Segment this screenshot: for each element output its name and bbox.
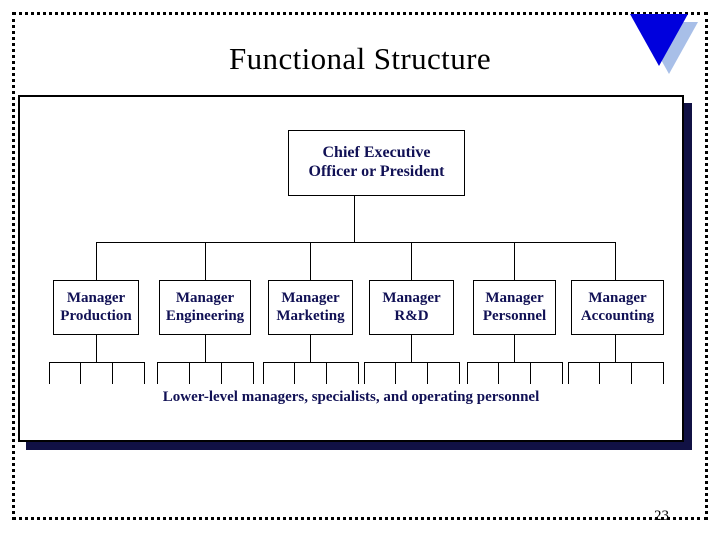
connector-subdrop-personnel (514, 335, 515, 362)
connector-substub-marketing-4 (358, 362, 359, 384)
org-node-marketing-line-2: Marketing (276, 307, 345, 324)
connector-subbus-marketing (263, 362, 358, 363)
connector-substub-engineering-3 (221, 362, 222, 384)
connector-substub-accounting-3 (631, 362, 632, 384)
connector-substub-engineering-2 (189, 362, 190, 384)
connector-drop-engineering (205, 242, 206, 280)
connector-subbus-production (49, 362, 144, 363)
org-node-rd[interactable]: Manager R&D (369, 280, 454, 335)
org-node-personnel[interactable]: Manager Personnel (473, 280, 556, 335)
org-node-engineering-line-2: Engineering (165, 307, 245, 324)
connector-substub-accounting-1 (568, 362, 569, 384)
connector-substub-accounting-2 (599, 362, 600, 384)
connector-substub-production-4 (144, 362, 145, 384)
connector-subdrop-rd (411, 335, 412, 362)
org-chart-footer-note: Lower-level managers, specialists, and o… (162, 389, 540, 405)
org-node-accounting-line-2: Accounting (580, 307, 655, 324)
connector-substub-rd-2 (395, 362, 396, 384)
connector-substub-marketing-3 (326, 362, 327, 384)
org-node-ceo[interactable]: Chief Executive Officer or President (288, 130, 465, 196)
content-panel: Chief Executive Officer or President Man… (18, 95, 684, 442)
connector-subbus-engineering (157, 362, 253, 363)
org-node-rd-line-1: Manager (382, 289, 441, 306)
connector-main-bus (96, 242, 615, 243)
connector-substub-marketing-1 (263, 362, 264, 384)
connector-substub-personnel-2 (498, 362, 499, 384)
triangle-down-icon (628, 14, 706, 76)
connector-substub-personnel-1 (467, 362, 468, 384)
org-chart: Chief Executive Officer or President Man… (20, 97, 682, 440)
connector-substub-rd-1 (364, 362, 365, 384)
connector-subdrop-production (96, 335, 97, 362)
connector-substub-rd-3 (427, 362, 428, 384)
connector-subbus-rd (364, 362, 459, 363)
org-node-accounting[interactable]: Manager Accounting (571, 280, 664, 335)
org-node-production-line-1: Manager (66, 289, 126, 306)
connector-substub-production-1 (49, 362, 50, 384)
connector-substub-personnel-4 (562, 362, 563, 384)
connector-ceo-drop (354, 196, 355, 242)
connector-subbus-personnel (467, 362, 562, 363)
connector-drop-personnel (514, 242, 515, 280)
org-node-ceo-line-2: Officer or President (308, 163, 445, 180)
org-node-marketing-line-1: Manager (281, 289, 340, 306)
connector-drop-rd (411, 242, 412, 280)
page-number: 23 (654, 508, 669, 524)
connector-substub-accounting-4 (663, 362, 664, 384)
connector-drop-production (96, 242, 97, 280)
connector-drop-marketing (310, 242, 311, 280)
connector-substub-personnel-3 (530, 362, 531, 384)
org-node-accounting-line-1: Manager (588, 289, 647, 306)
page-title: Functional Structure (229, 41, 491, 76)
connector-subdrop-engineering (205, 335, 206, 362)
connector-substub-production-2 (80, 362, 81, 384)
triangle-down-main-icon (630, 14, 688, 66)
org-node-engineering-line-1: Manager (175, 289, 235, 306)
org-node-engineering[interactable]: Manager Engineering (159, 280, 251, 335)
connector-subbus-accounting (568, 362, 663, 363)
org-node-personnel-line-2: Personnel (482, 307, 547, 324)
org-node-rd-line-2: R&D (394, 307, 429, 324)
org-node-marketing[interactable]: Manager Marketing (268, 280, 353, 335)
org-node-production[interactable]: Manager Production (53, 280, 139, 335)
connector-drop-accounting (615, 242, 616, 280)
connector-substub-production-3 (112, 362, 113, 384)
connector-substub-engineering-1 (157, 362, 158, 384)
org-node-ceo-line-1: Chief Executive (322, 144, 431, 162)
org-node-production-line-2: Production (60, 307, 132, 324)
org-node-personnel-line-1: Manager (485, 289, 544, 306)
connector-substub-engineering-4 (253, 362, 254, 384)
connector-substub-marketing-2 (294, 362, 295, 384)
connector-substub-rd-4 (459, 362, 460, 384)
connector-subdrop-marketing (310, 335, 311, 362)
connector-subdrop-accounting (615, 335, 616, 362)
